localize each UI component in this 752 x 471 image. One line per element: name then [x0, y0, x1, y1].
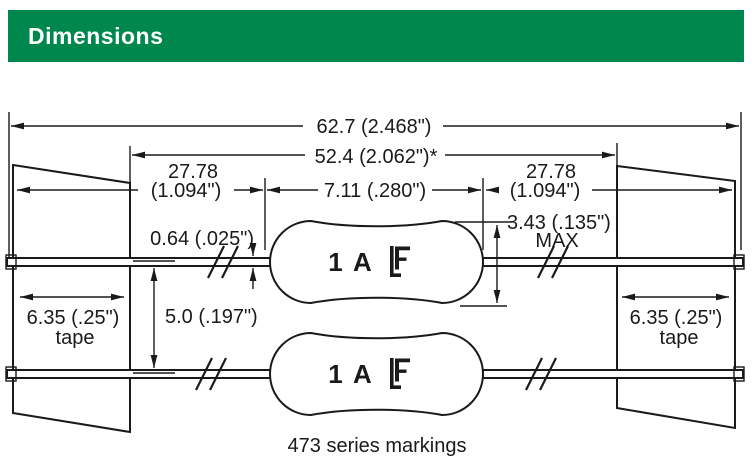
tape-carrier-left [12, 163, 131, 434]
section-title: Dimensions [28, 22, 164, 49]
dim-tape-width-right: 6.35 (.25") tape [622, 293, 729, 349]
dim-body-diameter-max: MAX [535, 230, 578, 252]
lead-end-caps [5, 254, 745, 382]
dim-right-offset-in: (1.094") [510, 180, 580, 202]
dim-body-length: 7.11 (.280") [267, 180, 481, 202]
dim-tape-width-right-label: 6.35 (.25") [630, 307, 723, 329]
dim-body-length-label: 7.11 (.280") [324, 180, 426, 202]
dim-tape-width-left-label: 6.35 (.25") [27, 307, 120, 329]
dim-body-diameter-label: 3.43 (.135") [507, 212, 611, 234]
dim-body-diameter: 3.43 (.135") MAX [493, 212, 611, 303]
diagram-caption: 473 series markings [288, 435, 467, 457]
dim-right-offset: 27.78 (1.094") [486, 161, 732, 202]
fuse-body-bottom [269, 331, 484, 417]
dim-tape-to-tape: 52.4 (2.062")* [132, 146, 615, 168]
dim-left-offset-mm: 27.78 [168, 161, 218, 183]
dim-tape-width-right-unit: tape [660, 327, 699, 349]
lead-break-marks [195, 245, 569, 391]
extension-lines [8, 112, 742, 374]
dim-left-offset-in: (1.094") [151, 180, 221, 202]
dim-lead-spacing-label: 5.0 (.197") [165, 306, 258, 328]
dim-tape-to-tape-label: 52.4 (2.062")* [315, 146, 438, 168]
dim-overall-length: 62.7 (2.468") [11, 116, 739, 138]
littelfuse-lf-logo-top [390, 246, 410, 277]
fuse-rating-top: 1 A [328, 247, 374, 277]
dim-left-offset: 27.78 (1.094") [17, 161, 263, 202]
dim-tape-width-left: 6.35 (.25") tape [20, 293, 124, 349]
dim-tape-width-left-unit: tape [56, 327, 95, 349]
dim-lead-diameter-label: 0.64 (.025") [150, 228, 254, 250]
dim-right-offset-mm: 27.78 [526, 161, 576, 183]
littelfuse-lf-logo-bottom [390, 358, 410, 389]
dim-lead-spacing: 5.0 (.197") [150, 268, 258, 368]
section-header: Dimensions [8, 10, 744, 62]
dim-lead-diameter: 0.64 (.025") [150, 228, 257, 289]
dim-overall-length-label: 62.7 (2.468") [317, 116, 432, 138]
fuse-rating-bottom: 1 A [328, 359, 374, 389]
fuse-body-top [269, 219, 484, 305]
